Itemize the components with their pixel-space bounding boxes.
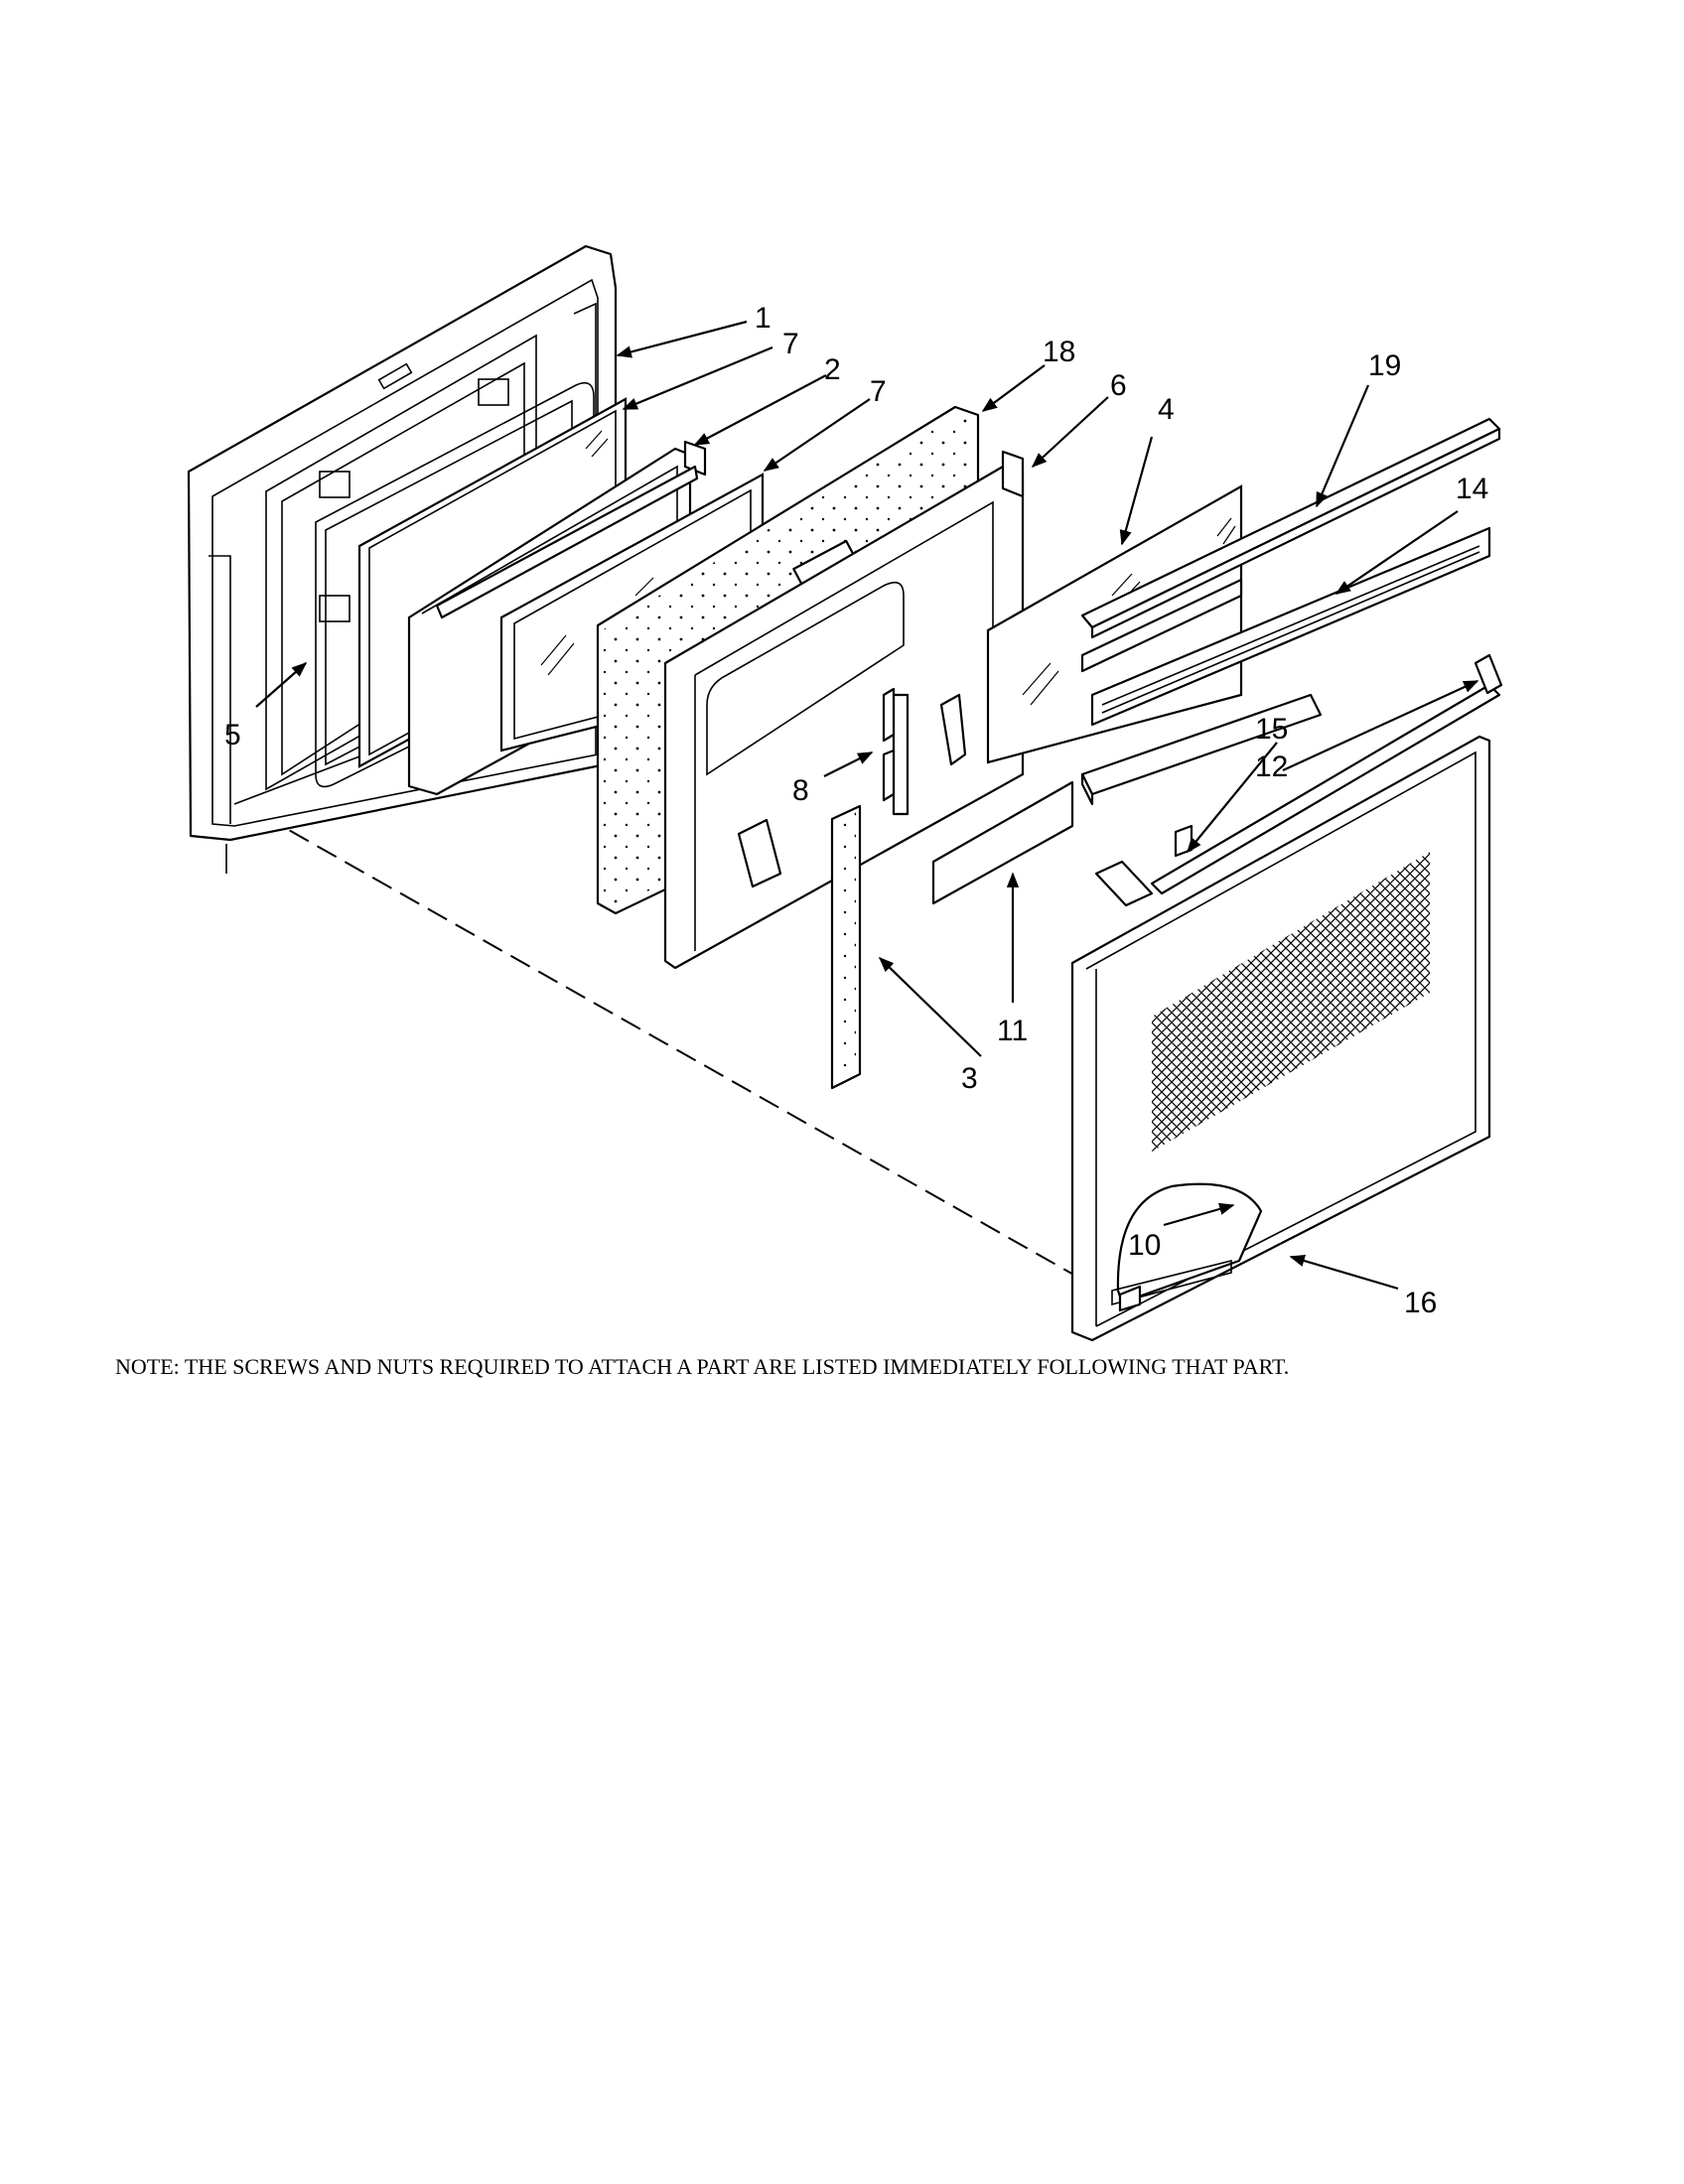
callout-19: 19 [1368,349,1401,382]
callout-3: 3 [961,1062,978,1095]
callout-14: 14 [1456,473,1488,505]
callout-7a: 7 [782,328,799,360]
leader-lines [255,320,1479,1291]
part-16-outer-door-panel [1070,735,1491,1342]
callout-5: 5 [224,719,241,751]
part-12-handle [1080,653,1503,907]
callout-15: 15 [1255,713,1288,746]
callout-10: 10 [1128,1229,1161,1262]
part-11-trim-strip [931,780,1074,905]
callout-16: 16 [1404,1287,1437,1319]
callout-18: 18 [1043,336,1075,368]
part-19-top-trim [1080,417,1501,639]
callout-11: 11 [997,1015,1028,1047]
callout-labels: 1 7 2 7 18 6 4 19 14 5 8 15 12 11 3 10 1… [224,302,1488,1319]
callout-12: 12 [1255,751,1288,783]
part-3-side-strip [830,804,862,1090]
callout-1: 1 [755,302,772,335]
callout-8: 8 [792,774,809,807]
callout-4: 4 [1158,393,1175,426]
screws-note: NOTE: THE SCREWS AND NUTS REQUIRED TO AT… [115,1354,1289,1379]
part-14-vent-trim [1090,526,1491,727]
callout-6: 6 [1110,369,1127,402]
alignment-line [233,798,1085,1282]
part-6-inner-door-liner [663,450,1025,970]
callout-7b: 7 [870,375,887,408]
part-8-hinge-bracket [882,687,896,802]
callout-2: 2 [824,353,841,386]
